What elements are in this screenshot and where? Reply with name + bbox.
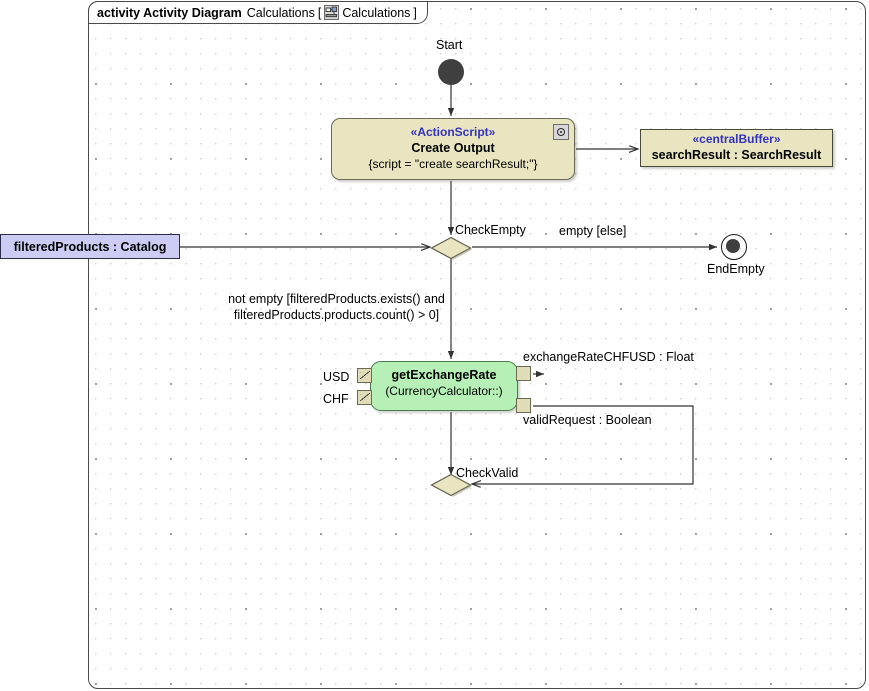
initial-node-start-label: Start	[436, 38, 463, 52]
decision-node-check-empty[interactable]	[430, 236, 472, 260]
node-layer: Start «ActionScript» Create Output {scri…	[89, 2, 865, 688]
activity-parameter-node-filtered-products-outer[interactable]: filteredProducts : Catalog	[0, 234, 180, 259]
call-behavior-action-get-exchange-rate[interactable]: getExchangeRate (CurrencyCalculator::)	[370, 361, 518, 411]
action-node-create-output[interactable]: «ActionScript» Create Output {script = "…	[331, 118, 575, 180]
edge-layer	[89, 85, 717, 689]
get-exchange-rate-property: (CurrencyCalculator::)	[385, 384, 503, 398]
output-pin-exchange-rate-label: exchangeRateCHFUSD : Float	[523, 350, 694, 364]
get-exchange-rate-name: getExchangeRate	[391, 368, 497, 382]
decision-node-check-empty-label: CheckEmpty	[455, 223, 526, 237]
filtered-products-outer-label: filteredProducts : Catalog	[13, 239, 167, 254]
edge-label-not-empty-line2: filteredProducts.products.count() > 0]	[233, 308, 440, 322]
input-pin-usd-label: USD	[323, 370, 350, 384]
input-pin-usd[interactable]	[357, 368, 372, 383]
create-output-stereotype: «ActionScript»	[410, 125, 496, 139]
decision-node-check-valid-label: CheckValid	[456, 466, 519, 480]
activity-final-node-end-empty[interactable]	[721, 234, 747, 260]
script-target-icon	[553, 124, 569, 140]
central-buffer-name: searchResult : SearchResult	[651, 148, 822, 162]
activity-diagram-icon	[324, 5, 340, 20]
activity-diagram-canvas[interactable]: Start «ActionScript» Create Output {scri…	[88, 1, 866, 689]
frame-keyword: activity Activity Diagram	[97, 5, 242, 20]
output-pin-exchange-rate[interactable]	[516, 366, 531, 381]
create-output-name: Create Output	[411, 141, 495, 155]
edge-label-empty-else: empty [else]	[559, 224, 627, 238]
input-pin-chf-label: CHF	[323, 392, 349, 406]
frame-icon-label: Calculations	[342, 5, 411, 20]
frame-bracket-close: ]	[413, 5, 417, 20]
initial-node-start[interactable]	[438, 59, 464, 85]
frame-bracket-open: [	[317, 5, 322, 20]
decision-node-check-valid[interactable]	[430, 473, 472, 497]
diagram-frame-header[interactable]: activity Activity Diagram Calculations […	[88, 1, 428, 24]
frame-name: Calculations	[246, 5, 315, 20]
central-buffer-node[interactable]: «centralBuffer» searchResult : SearchRes…	[640, 129, 833, 167]
central-buffer-stereotype: «centralBuffer»	[692, 132, 781, 146]
input-pin-chf[interactable]	[357, 390, 372, 405]
activity-final-node-end-empty-label: EndEmpty	[707, 262, 765, 276]
create-output-property: {script = "create searchResult;"}	[368, 157, 538, 171]
output-pin-valid-request[interactable]	[516, 398, 531, 413]
edge-label-not-empty-line1: not empty [filteredProducts.exists() and	[228, 292, 445, 306]
output-pin-valid-request-label: validRequest : Boolean	[523, 413, 652, 427]
